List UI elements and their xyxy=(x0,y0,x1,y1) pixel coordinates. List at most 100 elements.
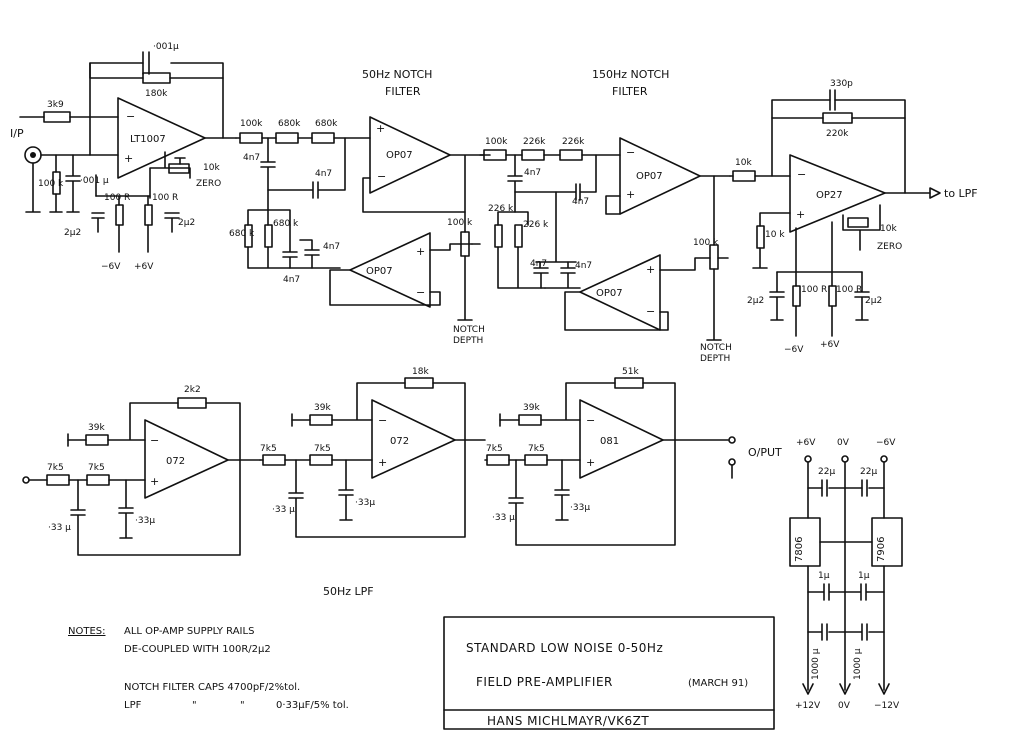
svg-text:−: − xyxy=(626,146,635,159)
lpf3-resistor-7k5-a xyxy=(486,454,510,466)
lpf1-resistor-7k5-a xyxy=(46,474,70,486)
svg-text:−: − xyxy=(586,414,595,427)
labels-r100c-label: 100 R xyxy=(801,285,827,295)
opamps-a2-label: OP07 xyxy=(386,150,413,161)
labels-pot2-label: 10k xyxy=(880,224,897,234)
labels-n1_r4-label: 680 k xyxy=(229,229,255,239)
notes-line4d-label: 0·33µF/5% tol. xyxy=(276,700,349,711)
lowpass-filter-50hz: 50Hz LPF 7k5 7k5 ·33 µ ·33µ − + 072 39k … xyxy=(22,367,782,598)
labels-notch_depth_b-0-label: NOTCH xyxy=(700,343,732,353)
lpf1-capacitor-b xyxy=(118,479,134,539)
labels-zero2-label: ZERO xyxy=(877,242,902,252)
lpf3-resistor-7k5-b xyxy=(524,454,548,466)
psu-bot_gnd-label: 0V xyxy=(838,701,851,711)
svg-text:+: + xyxy=(586,456,595,469)
opamps-a3-label: OP07 xyxy=(366,266,393,277)
gain-resistor-220k xyxy=(822,112,853,124)
psu-1000u-capacitors xyxy=(807,623,885,641)
labels-fb_r1-label: 180k xyxy=(145,89,168,99)
input-001-capacitor xyxy=(65,154,81,213)
notch150-op07-main xyxy=(619,137,701,215)
power-supply: +6V 0V −6V 22µ 22µ 7806 7906 1µ 1µ 1000 … xyxy=(789,438,903,711)
labels-n1_r3-label: 680k xyxy=(315,119,338,129)
psu-reg_neg-label: 7906 xyxy=(876,537,887,562)
labels-n1_c3-label: 4n7 xyxy=(323,242,340,252)
gain-resistor-10k xyxy=(732,170,756,182)
svg-text:+: + xyxy=(796,208,805,221)
notch150-resistor-226k-b xyxy=(559,149,583,161)
notes-line4c-label: " xyxy=(240,700,245,711)
psu-c1a-label: 1µ xyxy=(818,571,830,581)
labels-r100d-label: 100 R xyxy=(836,285,862,295)
labels-c_in001-label: ·001 µ xyxy=(80,176,109,186)
labels-g_r2-label: 220k xyxy=(826,129,849,139)
notch150-op07-buffer xyxy=(579,254,661,331)
labels-l1_c1-label: ·33 µ xyxy=(48,523,71,533)
gain-capacitor-330p xyxy=(829,89,836,111)
svg-text:−: − xyxy=(378,414,387,427)
svg-text:−: − xyxy=(797,168,806,181)
notch50-resistor-680k-b xyxy=(311,132,335,144)
notch50-resistor-680k-d xyxy=(264,224,273,248)
psu-bot_neg-label: −12V xyxy=(874,701,900,711)
labels-l1_r1-label: 7k5 xyxy=(47,463,64,473)
psu-reg_pos-label: 7806 xyxy=(794,537,805,562)
labels-n2_c1-label: 4n7 xyxy=(524,168,541,178)
psu-top_gnd-label: 0V xyxy=(837,438,850,448)
notes-line4b-label: " xyxy=(192,700,197,711)
labels-notch_depth_a-0-label: NOTCH xyxy=(453,325,485,335)
lpf1-resistor-7k5-b xyxy=(86,474,110,486)
labels-n2_r5-label: 226 k xyxy=(523,220,549,230)
titleblock-line1-label: STANDARD LOW NOISE 0-50Hz xyxy=(466,641,663,655)
notch-depth-potentiometer-b xyxy=(709,244,719,270)
notes-line3-label: NOTCH FILTER CAPS 4700pF/2%tol. xyxy=(124,682,300,693)
labels-l3_rg-label: 39k xyxy=(523,403,540,413)
notch50-capacitor-a xyxy=(260,137,276,211)
labels-l3_c1-label: ·33 µ xyxy=(492,513,515,523)
psu-c22b-label: 22µ xyxy=(860,467,877,477)
resistor-3k9 xyxy=(43,111,71,123)
notch150-resistor-100k xyxy=(483,149,507,161)
psu-1u-capacitors xyxy=(807,583,885,601)
feedback-resistor-180k xyxy=(142,72,171,84)
output-ground-terminal xyxy=(728,458,736,466)
notch50-resistor-100k xyxy=(239,132,263,144)
labels-c2u2d-label: 2µ2 xyxy=(865,296,882,306)
lpf2-resistor-7k5-a xyxy=(262,454,286,466)
notch50-capacitor-c xyxy=(282,224,298,269)
notch50-capacitor-d xyxy=(299,239,320,269)
svg-text:+: + xyxy=(376,122,385,135)
labels-n1_c4-label: 4n7 xyxy=(283,275,300,285)
lt1007-op-amp xyxy=(117,97,206,179)
input-amplifier-stage: I/P 100 k ·001 µ 3k9 ·001µ 180k − + LT10… xyxy=(10,42,237,272)
labels-n1_c2-label: 4n7 xyxy=(315,169,332,179)
psu-c1000b-label: 1000 µ xyxy=(853,648,863,680)
svg-text:+: + xyxy=(626,188,635,201)
notch150-resistor-226k-c xyxy=(494,224,503,248)
labels-l2_r2-label: 7k5 xyxy=(314,444,331,454)
labels-c2u2c-label: 2µ2 xyxy=(747,296,764,306)
decoupling-2u2-cap-b xyxy=(164,212,180,233)
labels-n2_c2-label: 4n7 xyxy=(572,197,589,207)
lpf1-resistor-39k xyxy=(85,434,109,446)
labels-pos6b-label: +6V xyxy=(820,340,840,350)
svg-text:−: − xyxy=(416,286,425,299)
supply-100r-resistor-c xyxy=(792,285,801,307)
psu-c1b-label: 1µ xyxy=(858,571,870,581)
opamps-a6-label: OP27 xyxy=(816,190,843,201)
psu-top_neg-label: −6V xyxy=(876,438,896,448)
labels-l3_c2-label: ·33µ xyxy=(570,503,590,513)
lpf-input-terminal xyxy=(22,476,30,484)
lpf1-capacitor-a xyxy=(70,459,241,556)
feedback-capacitor-001 xyxy=(142,51,150,75)
notch50-capacitor-b xyxy=(267,137,346,199)
svg-text:+: + xyxy=(416,245,425,258)
headings-notch150-0-label: 150Hz NOTCH xyxy=(592,68,669,81)
labels-n2_pot-label: 100 k xyxy=(693,238,719,248)
labels-n2_r1-label: 100k xyxy=(485,137,508,147)
labels-l2_c2-label: ·33µ xyxy=(355,498,375,508)
notch150-capacitor-a xyxy=(507,154,523,213)
notes-line4a-label: LPF xyxy=(124,700,142,711)
labels-n1_r1-label: 100k xyxy=(240,119,263,129)
